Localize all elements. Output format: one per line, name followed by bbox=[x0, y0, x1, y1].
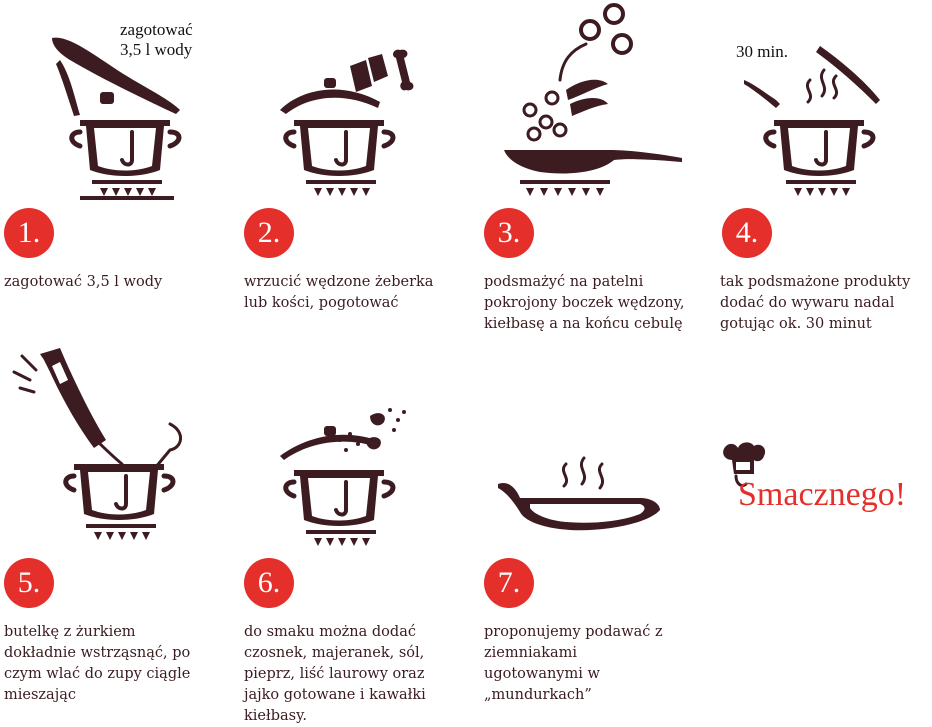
step-7-illustration bbox=[490, 450, 670, 554]
brand-logo bbox=[716, 440, 772, 496]
step-1-badge: 1. bbox=[4, 208, 54, 258]
step-3-illustration bbox=[490, 0, 690, 204]
steaming-pan-icon bbox=[498, 456, 660, 531]
step-6-illustration bbox=[270, 400, 450, 564]
step-1-illustration bbox=[40, 20, 210, 204]
pot-seasoning-icon bbox=[280, 408, 406, 546]
brand-text: Smacznego! bbox=[738, 476, 907, 513]
step-1-label: zagotować 3,5 l wody bbox=[120, 20, 193, 59]
step-4-text: tak podsmażone produkty dodać do wywaru … bbox=[720, 274, 911, 332]
step-2-illustration bbox=[270, 40, 450, 204]
step-4-label: 30 min. bbox=[736, 42, 788, 61]
step-4-illustration bbox=[740, 40, 910, 204]
bottle-whisk-pot-icon bbox=[12, 348, 182, 540]
step-7-text: proponujemy podawać z ziemniakami ugotow… bbox=[484, 624, 663, 703]
step-2-text: wrzucić wędzone żeberka lub kości, pogot… bbox=[244, 274, 434, 311]
step-6-badge: 6. bbox=[244, 558, 294, 608]
step-5-illustration bbox=[10, 344, 210, 558]
frying-pan-icon bbox=[504, 3, 682, 196]
pot-simmering-icon bbox=[744, 46, 880, 196]
step-1-text: zagotować 3,5 l wody bbox=[4, 274, 163, 290]
pot-boiling-water-icon bbox=[52, 37, 182, 200]
step-7-badge: 7. bbox=[484, 558, 534, 608]
step-5-badge: 5. bbox=[4, 558, 54, 608]
step-3-badge: 3. bbox=[484, 208, 534, 258]
step-2-badge: 2. bbox=[244, 208, 294, 258]
chef-hat-icon bbox=[723, 442, 766, 488]
step-6-text: do smaku można dodać czosnek, majeranek,… bbox=[244, 624, 426, 724]
step-5-text: butelkę z żurkiem dokładnie wstrząsnąć, … bbox=[4, 624, 191, 703]
step-4-badge: 4. bbox=[722, 208, 772, 258]
step-3-text: podsmażyć na patelni pokrojony boczek wę… bbox=[484, 274, 685, 332]
pot-ribs-bones-icon bbox=[280, 49, 414, 196]
